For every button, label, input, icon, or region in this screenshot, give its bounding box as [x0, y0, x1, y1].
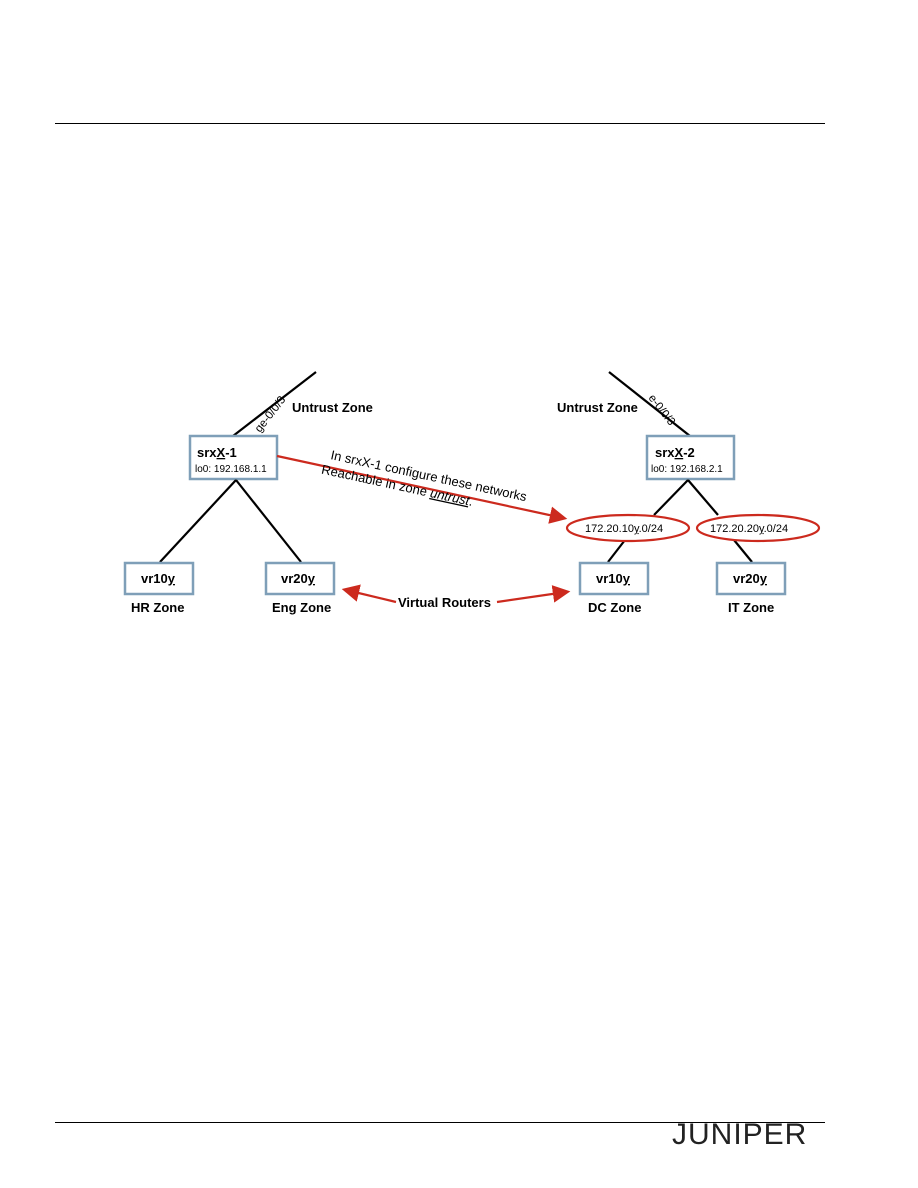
srx2-uplink — [608, 371, 691, 437]
footer-logo: JUNIPER — [672, 1118, 808, 1151]
srx1-interface-label: ge-0/0/3 — [253, 394, 288, 435]
footer-rule — [55, 1122, 825, 1123]
srx1-loopback: lo0: 192.168.1.1 — [195, 464, 267, 475]
srx1-name: srxX-1 — [197, 445, 237, 460]
vr-it-label: vr20y — [733, 571, 768, 586]
vr-node-dc: vr10y DC Zone — [578, 561, 650, 615]
srx1-node: srxX-1 lo0: 192.168.1.1 — [188, 434, 279, 481]
srx2-name: srxX-2 — [655, 445, 695, 460]
network-oval-1: 172.20.10y.0/24 — [565, 513, 691, 543]
srx2-untrust-zone-label: Untrust Zone — [557, 400, 638, 415]
srx2-loopback: lo0: 192.168.2.1 — [651, 464, 723, 475]
network-label-2: 172.20.20y.0/24 — [710, 523, 788, 535]
srx2-node: srxX-2 lo0: 192.168.2.1 — [645, 434, 736, 481]
vr-dc-label: vr10y — [596, 571, 631, 586]
vr-callout-label: Virtual Routers — [398, 595, 491, 610]
vr-node-hr: vr10y HR Zone — [123, 561, 195, 615]
header-rule — [55, 123, 825, 124]
srx2-link-net20 — [687, 479, 719, 516]
zone-label-it: IT Zone — [728, 600, 774, 615]
annotation-text: In srxX-1 configure these networks Reach… — [320, 447, 529, 509]
network-oval-2: 172.20.20y.0/24 — [695, 513, 821, 543]
network-label-1: 172.20.10y.0/24 — [585, 523, 663, 535]
zone-label-hr: HR Zone — [131, 600, 184, 615]
annotation-arrow — [276, 454, 568, 524]
srx2-interface-label: e-0/0/3 — [646, 392, 678, 428]
vr-callout-arrow-left — [341, 584, 397, 604]
zone-label-eng: Eng Zone — [272, 600, 331, 615]
net10-link-vr10 — [607, 539, 626, 563]
vr-node-eng: vr20y Eng Zone — [264, 561, 336, 615]
net20-link-vr20 — [733, 539, 753, 563]
srx1-link-vr20 — [235, 479, 302, 563]
srx2-link-net10 — [653, 479, 689, 516]
zone-label-dc: DC Zone — [588, 600, 641, 615]
vr-callout-arrow-right — [496, 585, 571, 604]
srx1-link-vr10 — [159, 479, 237, 563]
vr-node-it: vr20y IT Zone — [715, 561, 787, 615]
srx1-uplink — [232, 371, 317, 437]
vr-hr-label: vr10y — [141, 571, 176, 586]
vr-eng-label: vr20y — [281, 571, 316, 586]
srx1-untrust-zone-label: Untrust Zone — [292, 400, 373, 415]
